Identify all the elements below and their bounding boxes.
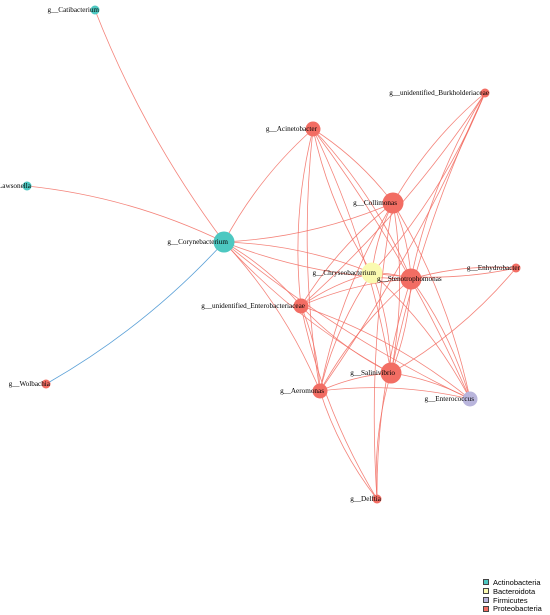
edge-acinetobacter-enterobacteriaceae [297,128,314,307]
edge-enterobacteriaceae-aeromonas [300,305,321,392]
node-corynebacterium[interactable] [213,231,235,253]
node-label-burkholderiaceae: g__unidentified_Burkholderiaceae [389,89,489,97]
edge-corynebacterium-aeromonas [223,241,321,392]
edge-acinetobacter-collimonas [312,128,394,204]
edge-salinivibrio-delftia [375,372,392,500]
edge-acinetobacter-salinivibrio [312,128,392,374]
edge-chryseobacterium-enhydrobacter [371,267,517,278]
edge-acinetobacter-chryseobacterium [312,128,373,274]
node-catibacterium[interactable] [90,5,100,15]
legend-label-actinobacteria: Actinobacteria [493,577,541,587]
edge-collimonas-enterococcus [392,202,471,400]
edge-collimonas-enterobacteriaceae [300,202,394,307]
node-label-wolbachia: g__Wolbachia [9,380,51,388]
legend-item-actinobacteria: Actinobacteria [483,578,542,587]
legend-item-firmicutes: Firmicutes [483,596,542,605]
legend-item-bacteroidota: Bacteroidota [483,587,542,596]
edge-burkholderiaceae-stenotrophomonas [410,92,486,280]
legend: Actinobacteria Bacteroidota Firmicutes P… [483,578,542,613]
node-wolbachia[interactable] [41,379,51,389]
node-aeromonas[interactable] [312,383,328,399]
edge-burkholderiaceae-salinivibrio [390,92,486,374]
edge-corynebacterium-acinetobacter [223,128,314,243]
node-label-enterococcus: g__Enterococcus [425,395,475,403]
edge-stenotrophomonas-enterobacteriaceae [300,278,412,307]
edge-burkholderiaceae-aeromonas [319,92,486,392]
edge-layer [26,9,517,500]
node-label-delftia: g__Delftia [350,495,382,503]
edge-stenotrophomonas-aeromonas [319,278,412,392]
edge-collimonas-chryseobacterium [371,202,394,274]
node-label-collimonas: g__Collimonas [353,199,397,207]
node-enterococcus[interactable] [462,391,478,407]
edge-wolbachia-corynebacterium [45,241,225,385]
node-label-corynebacterium: g__Corynebacterium [167,238,228,246]
edge-corynebacterium-enterobacteriaceae [223,241,302,307]
node-label-enhydrobacter: g__Enhydrobacter [467,264,521,272]
edge-enterobacteriaceae-delftia [300,305,378,500]
node-label-lawsonella: g__Lawsonella [0,182,32,190]
edge-corynebacterium-stenotrophomonas [223,241,412,280]
edge-corynebacterium-chryseobacterium [223,241,373,274]
node-label-enterobacteriaceae: g__unidentified_Enterobacteriaceae [201,302,305,310]
legend-label-proteobacteria: Proteobacteria [493,604,542,614]
edge-acinetobacter-aeromonas [306,128,321,392]
edge-aeromonas-enterococcus [319,387,471,400]
node-enhydrobacter[interactable] [511,263,521,273]
legend-item-proteobacteria: Proteobacteria [483,604,542,613]
edge-enterobacteriaceae-enterococcus [300,305,471,400]
edge-burkholderiaceae-collimonas [392,92,486,204]
edge-enterobacteriaceae-salinivibrio [300,305,392,374]
node-salinivibrio[interactable] [380,362,402,384]
node-label-acinetobacter: g__Acinetobacter [266,125,318,133]
edge-collimonas-stenotrophomonas [392,202,412,280]
edge-aeromonas-delftia [319,390,378,500]
edge-enhydrobacter-salinivibrio [390,267,517,374]
legend-swatch-actinobacteria [483,579,489,586]
edge-catibacterium-corynebacterium [94,9,225,243]
label-layer: g__Catibacterium g__Lawsonella g__Coryneba… [0,6,521,503]
legend-swatch-firmicutes [483,596,489,603]
edge-collimonas-delftia [373,202,394,500]
node-layer [22,5,521,504]
edge-corynebacterium-enterococcus [223,241,471,400]
edge-stenotrophomonas-enterococcus [410,278,471,400]
node-enterobacteriaceae[interactable] [293,298,309,314]
node-label-stenotrophomonas: g__Stenotrophomonas [377,275,442,283]
node-burkholderiaceae[interactable] [480,88,490,98]
edge-chryseobacterium-enterococcus [371,272,471,400]
node-label-catibacterium: g__Catibacterium [48,6,100,14]
edge-collimonas-aeromonas [319,202,394,392]
edge-lawsonella-corynebacterium [26,185,225,243]
legend-label-firmicutes: Firmicutes [493,595,528,605]
legend-label-bacteroidota: Bacteroidota [493,586,536,596]
edge-burkholderiaceae-chryseobacterium [371,92,486,274]
node-label-salinivibrio: g__Salinivibrio [350,369,395,377]
edge-acinetobacter-stenotrophomonas [312,128,412,280]
node-label-chryseobacterium: g__Chryseobacterium [313,269,377,277]
node-acinetobacter[interactable] [305,121,321,137]
legend-swatch-proteobacteria [483,605,489,612]
edge-collimonas-salinivibrio [390,202,401,374]
node-stenotrophomonas[interactable] [400,268,422,290]
node-lawsonella[interactable] [22,181,32,191]
node-collimonas[interactable] [382,192,404,214]
node-label-aeromonas: g__Aeromonas [280,387,324,395]
edge-stenotrophomonas-enhydrobacter [410,266,517,280]
node-chryseobacterium[interactable] [361,262,383,284]
node-delftia[interactable] [372,494,382,504]
legend-swatch-bacteroidota [483,588,489,595]
edge-corynebacterium-salinivibrio [223,241,392,374]
edge-corynebacterium-collimonas [223,202,394,243]
